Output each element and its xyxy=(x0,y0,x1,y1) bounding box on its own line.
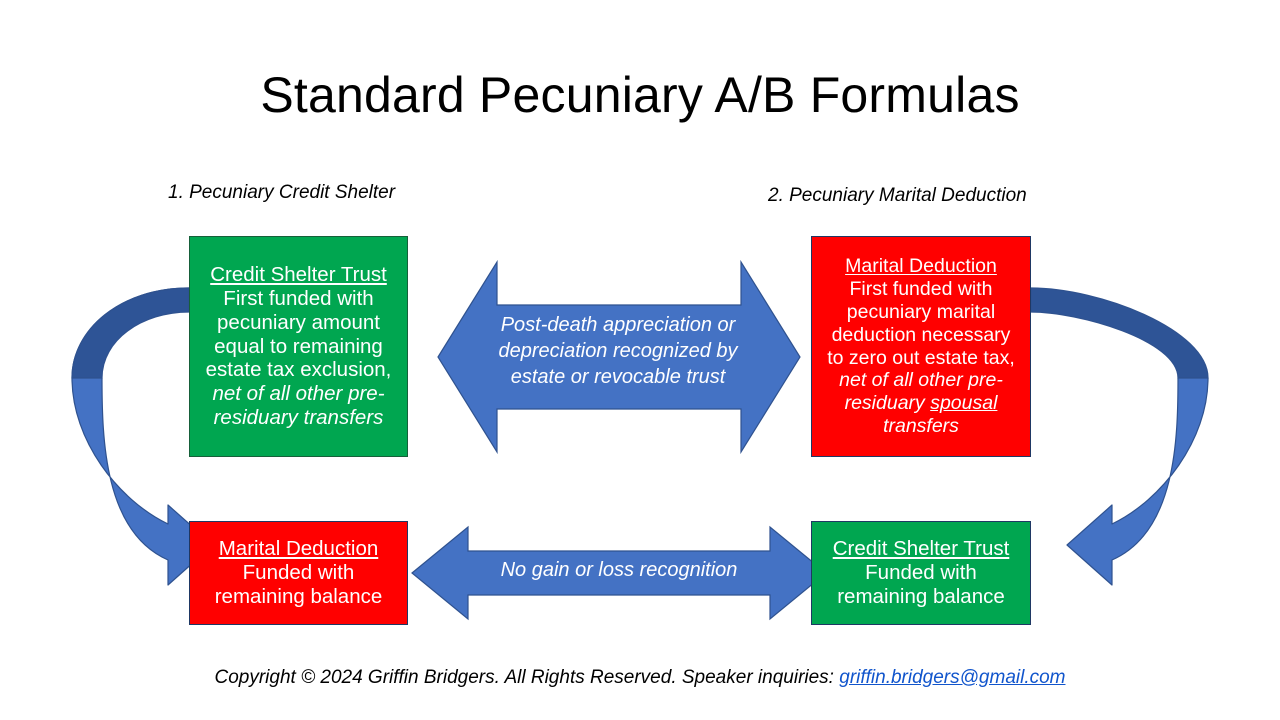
box-line-1: Funded with xyxy=(242,561,355,584)
left-curved-arrow-lower-ribbon xyxy=(71,377,214,586)
section-label-left: 1. Pecuniary Credit Shelter xyxy=(168,182,396,203)
top-center-double-arrow xyxy=(437,259,801,455)
box-heading: Marital Deduction xyxy=(218,537,379,561)
footer: Copyright © 2024 Griffin Bridgers. All R… xyxy=(0,667,1280,689)
box-line-6-emphasis: spousal xyxy=(930,392,998,415)
email-link[interactable]: griffin.bridgers@gmail.com xyxy=(839,667,1066,688)
left-curved-arrow xyxy=(71,287,214,586)
left-curved-arrow-upper-ribbon xyxy=(71,287,190,379)
box-line-5: net of all other pre- xyxy=(839,369,1003,392)
box-marital-deduction-top[interactable]: Marital Deduction First funded with pecu… xyxy=(811,236,1031,457)
box-line-3: equal to remaining xyxy=(214,334,383,358)
box-heading: Credit Shelter Trust xyxy=(210,262,387,286)
box-credit-shelter-trust-bottom[interactable]: Credit Shelter Trust Funded with remaini… xyxy=(811,521,1031,625)
box-line-2: remaining balance xyxy=(214,584,383,608)
box-marital-deduction-bottom[interactable]: Marital Deduction Funded with remaining … xyxy=(189,521,408,625)
top-arrow-caption: Post-death appreciation or depreciation … xyxy=(460,312,776,390)
box-credit-shelter-trust-top[interactable]: Credit Shelter Trust First funded with p… xyxy=(189,236,408,457)
box-line-1: Funded with xyxy=(865,561,977,584)
right-curved-arrow-lower-ribbon xyxy=(1066,377,1209,586)
box-line-6-text: residuary xyxy=(844,392,931,415)
box-line-6: residuary spousal xyxy=(845,392,998,415)
box-heading: Credit Shelter Trust xyxy=(832,537,1010,561)
section-label-right: 2. Pecuniary Marital Deduction xyxy=(768,185,1027,206)
copyright-text: Copyright © 2024 Griffin Bridgers. All R… xyxy=(214,667,840,688)
box-line-4: to zero out estate tax, xyxy=(827,346,1015,369)
page-title: Standard Pecuniary A/B Formulas xyxy=(260,67,1020,123)
box-line-2: remaining balance xyxy=(837,584,1005,608)
bottom-arrow-caption: No gain or loss recognition xyxy=(440,557,798,583)
top-center-double-arrow-shape xyxy=(437,259,801,455)
top-arrow-caption-line-1: Post-death appreciation or xyxy=(500,314,736,336)
box-line-2: pecuniary amount xyxy=(217,310,380,334)
box-line-5: net of all other pre- xyxy=(212,382,385,406)
right-curved-arrow-upper-ribbon xyxy=(1030,287,1209,379)
box-line-7: transfers xyxy=(883,414,959,437)
box-line-1: First funded with xyxy=(849,278,993,301)
box-line-1: First funded with xyxy=(223,286,374,310)
top-arrow-caption-line-2: depreciation recognized by xyxy=(498,340,738,362)
box-line-4: estate tax exclusion, xyxy=(205,358,392,382)
box-line-2: pecuniary marital xyxy=(846,300,996,323)
right-curved-arrow xyxy=(1030,287,1209,586)
box-line-6: residuary transfers xyxy=(213,406,384,430)
box-line-3: deduction necessary xyxy=(831,323,1011,346)
box-heading: Marital Deduction xyxy=(845,255,997,278)
bottom-arrow-caption-text: No gain or loss recognition xyxy=(500,559,738,581)
top-arrow-caption-line-3: estate or revocable trust xyxy=(510,366,726,388)
